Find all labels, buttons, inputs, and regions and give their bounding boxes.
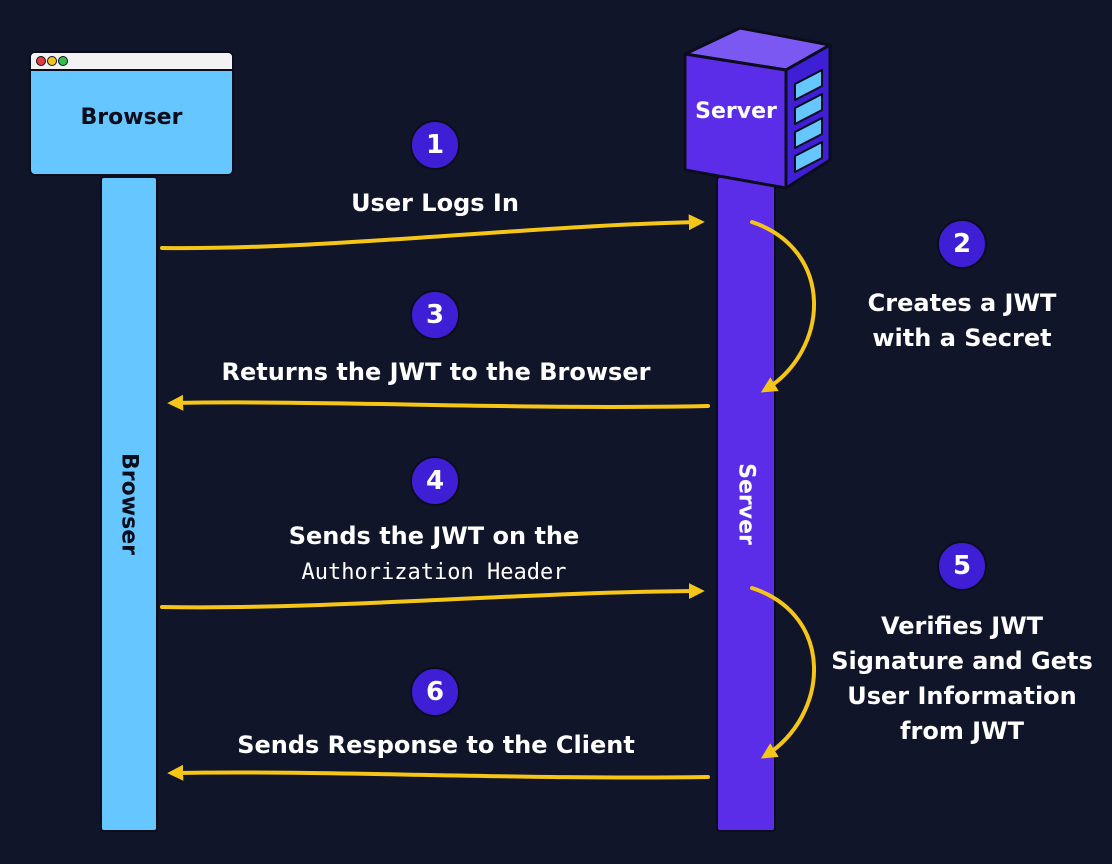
step-6-label: Sends Response to the Client [237,731,635,759]
arrow-returns-jwt [167,394,710,411]
step-5-label-line3: User Information [847,682,1077,710]
server-icon [683,26,832,190]
step-4-label-line1: Sends the JWT on the [288,522,580,550]
step-2-badge: 2 [937,219,987,269]
maximize-dot-icon [58,56,68,66]
browser-titlebar [31,53,232,71]
arrow-creates-jwt [750,220,816,393]
arrow-verifies-jwt [750,586,816,759]
arrow-sends-jwt [160,583,705,610]
step-2-label-line1: Creates a JWT [867,289,1057,317]
close-dot-icon [36,56,46,66]
server-title: Server [695,99,777,124]
step-5-label-line4: from JWT [900,717,1024,745]
step-3-badge: 3 [410,290,460,340]
arrow-user-logs-in [160,214,705,251]
minimize-dot-icon [47,56,57,66]
arrow-sends-response [167,764,710,781]
step-1-label: User Logs In [351,189,519,217]
step-5-badge: 5 [937,541,987,591]
browser-window: Browser [29,51,234,176]
server-lifeline: Server [716,176,776,832]
step-5-label-line1: Verifies JWT [880,612,1044,640]
step-6-badge: 6 [410,667,460,717]
step-3-label: Returns the JWT to the Browser [221,358,651,386]
browser-lifeline: Browser [100,176,158,832]
step-2-label-line2: with a Secret [872,324,1052,352]
browser-title: Browser [80,105,183,130]
step-1-badge: 1 [410,120,460,170]
step-4-label-line2: Authorization Header [301,560,567,585]
step-4-badge: 4 [410,456,460,506]
step-5-label-line2: Signature and Gets [831,647,1093,675]
